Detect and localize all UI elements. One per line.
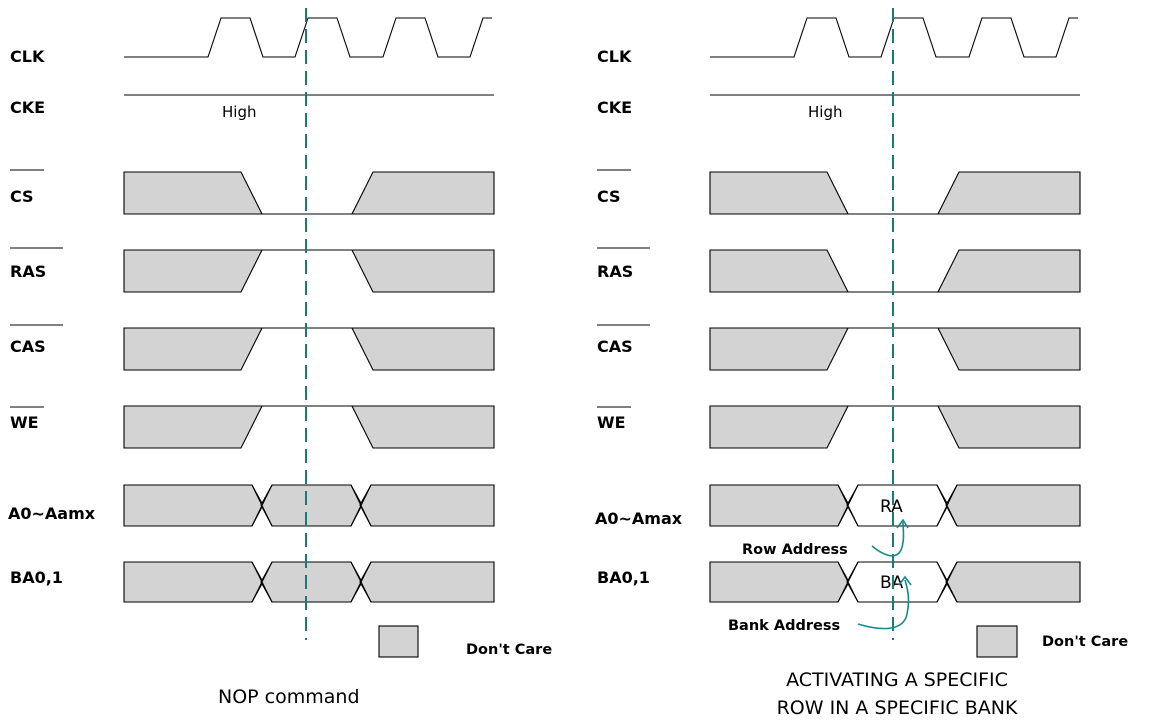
cas-dont-care-left [123, 327, 263, 371]
cas-label-right: CAS [597, 337, 633, 356]
cas-dont-care-right [351, 327, 495, 371]
addr-segment-3-right [945, 484, 1081, 527]
ba-cross-1b [251, 561, 273, 603]
addr-segment-3 [359, 484, 495, 527]
clk-waveform-right [710, 17, 1078, 58]
activate-caption-line-2: ROW IN A SPECIFIC BANK [777, 697, 1018, 719]
bank-address-annotation: Bank Address [728, 618, 840, 634]
ras-dont-care-left [123, 249, 263, 293]
dont-care-legend-swatch [378, 625, 419, 658]
bank-address-value: BA [880, 573, 904, 593]
addr-cross-2b [350, 484, 372, 527]
dont-care-legend-label: Don't Care [466, 642, 552, 658]
ba-segment-3-right [945, 561, 1081, 603]
addr-segment-2 [260, 484, 363, 527]
row-address-arrowhead [896, 518, 909, 529]
clk-waveform [124, 17, 492, 58]
ba-segment-1 [123, 561, 264, 603]
dont-care-legend-label-right: Don't Care [1042, 634, 1128, 650]
cs-dont-care-left [123, 171, 263, 215]
ba-segment-1-right [709, 561, 850, 603]
we-dont-care-right [351, 405, 495, 449]
cke-high-label: High [222, 103, 256, 121]
bank-address-label: BA0,1 [10, 568, 63, 587]
we-dont-care-left-right [709, 405, 849, 449]
cas-label: CAS [10, 337, 46, 356]
addr-cross-2b-right [936, 484, 958, 527]
addr-cross-1b-right [837, 484, 859, 527]
bank-address-label-right: BA0,1 [597, 568, 650, 587]
ras-dont-care-right-right [937, 249, 1081, 293]
ba-cross-2b-right [936, 561, 958, 603]
activate-timing-diagram: CLK CKE CS RAS CAS WE A0~Amax BA0,1 High [595, 8, 1128, 719]
ras-dont-care-left-right [709, 249, 849, 293]
ras-label: RAS [10, 262, 46, 281]
cs-dont-care-left-right [709, 171, 849, 215]
row-address-annotation: Row Address [742, 542, 848, 558]
cke-label: CKE [10, 98, 45, 117]
cas-dont-care-left-right [709, 327, 849, 371]
bank-address-arrowhead [898, 575, 912, 586]
we-dont-care-right-right [937, 405, 1081, 449]
cs-label-right: CS [597, 187, 621, 206]
address-bus-label-right: A0~Amax [595, 509, 683, 528]
cke-high-label-right: High [808, 103, 842, 121]
nop-caption: NOP command [218, 686, 360, 708]
cs-label: CS [10, 187, 34, 206]
nop-timing-diagram: CLK CKE CS RAS CAS WE A0~Aamx BA0,1 High [8, 8, 552, 708]
clk-label-right: CLK [597, 47, 632, 66]
activate-caption-line-1: ACTIVATING A SPECIFIC [786, 669, 1008, 691]
addr-segment-1 [123, 484, 264, 527]
cas-dont-care-right-right [937, 327, 1081, 371]
we-label: WE [10, 413, 39, 432]
we-dont-care-left [123, 405, 263, 449]
addr-segment-1-right [709, 484, 850, 527]
cke-label-right: CKE [597, 98, 632, 117]
row-address-value: RA [880, 497, 903, 517]
addr-cross-1b [251, 484, 273, 527]
cs-dont-care-right [351, 171, 495, 215]
ba-cross-1b-right [837, 561, 859, 603]
bank-address-arrow [857, 579, 910, 630]
ba-segment-3 [359, 561, 495, 603]
we-label-right: WE [597, 413, 626, 432]
cs-dont-care-right-right [937, 171, 1081, 215]
ras-label-right: RAS [597, 262, 633, 281]
clk-label: CLK [10, 47, 45, 66]
ba-segment-2 [260, 561, 363, 603]
ras-dont-care-right [351, 249, 495, 293]
address-bus-label: A0~Aamx [8, 504, 96, 523]
dont-care-legend-swatch-right [976, 625, 1018, 658]
row-address-arrow [871, 521, 905, 557]
ba-cross-2b [350, 561, 372, 603]
